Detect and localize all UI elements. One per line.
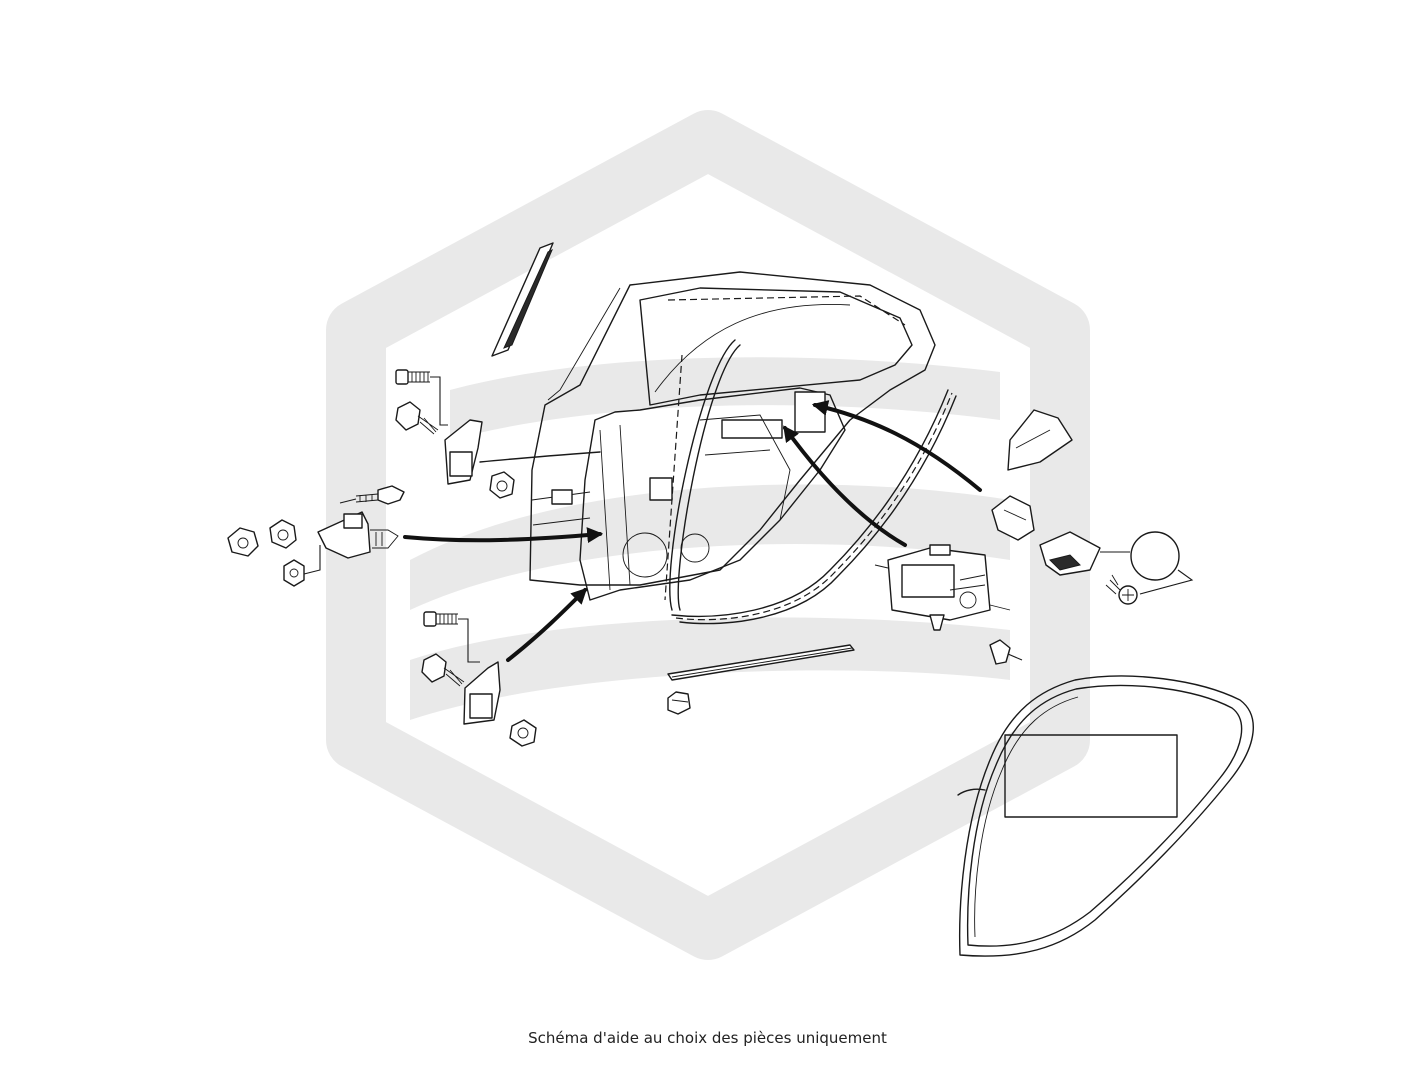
hinge-bolt-upper [395, 369, 430, 385]
lower-hinge-group [421, 587, 588, 747]
lower-hinge [463, 661, 501, 725]
hinge-bolt-flanged-lower [421, 653, 465, 687]
hinge-bolt-flanged-upper [395, 401, 439, 435]
check-washer [283, 559, 305, 587]
lower-molding-group [667, 644, 855, 715]
upper-hinge [444, 419, 483, 485]
hinge-bolt-lower [423, 611, 458, 627]
door-check-strap [317, 511, 399, 559]
hinge-nut-upper [489, 471, 515, 499]
door-shell [529, 271, 936, 586]
diagram-caption: Schéma d'aide au choix des pièces unique… [528, 1029, 887, 1047]
lock-striker-pin [989, 639, 1023, 665]
handle-cover [1007, 409, 1073, 471]
molding-clip [667, 691, 691, 715]
watermark-logo-icon [326, 110, 1090, 960]
hinge-nut-lower [509, 719, 537, 747]
outer-handle-group [811, 400, 1194, 605]
upper-hinge-group [395, 369, 601, 499]
handle-cap [1130, 531, 1180, 581]
check-bolt [355, 485, 405, 505]
door-check-group [227, 485, 604, 587]
check-nut-large [227, 527, 259, 557]
frame-seal-strip [671, 389, 957, 625]
handle-base [1039, 531, 1101, 576]
check-nut-medium [269, 519, 297, 549]
handle-bracket [991, 495, 1035, 541]
door-weatherstrip [957, 675, 1254, 957]
belt-molding [491, 242, 554, 357]
door-lock-actuator [783, 425, 1011, 631]
handle-screw [1105, 574, 1138, 605]
